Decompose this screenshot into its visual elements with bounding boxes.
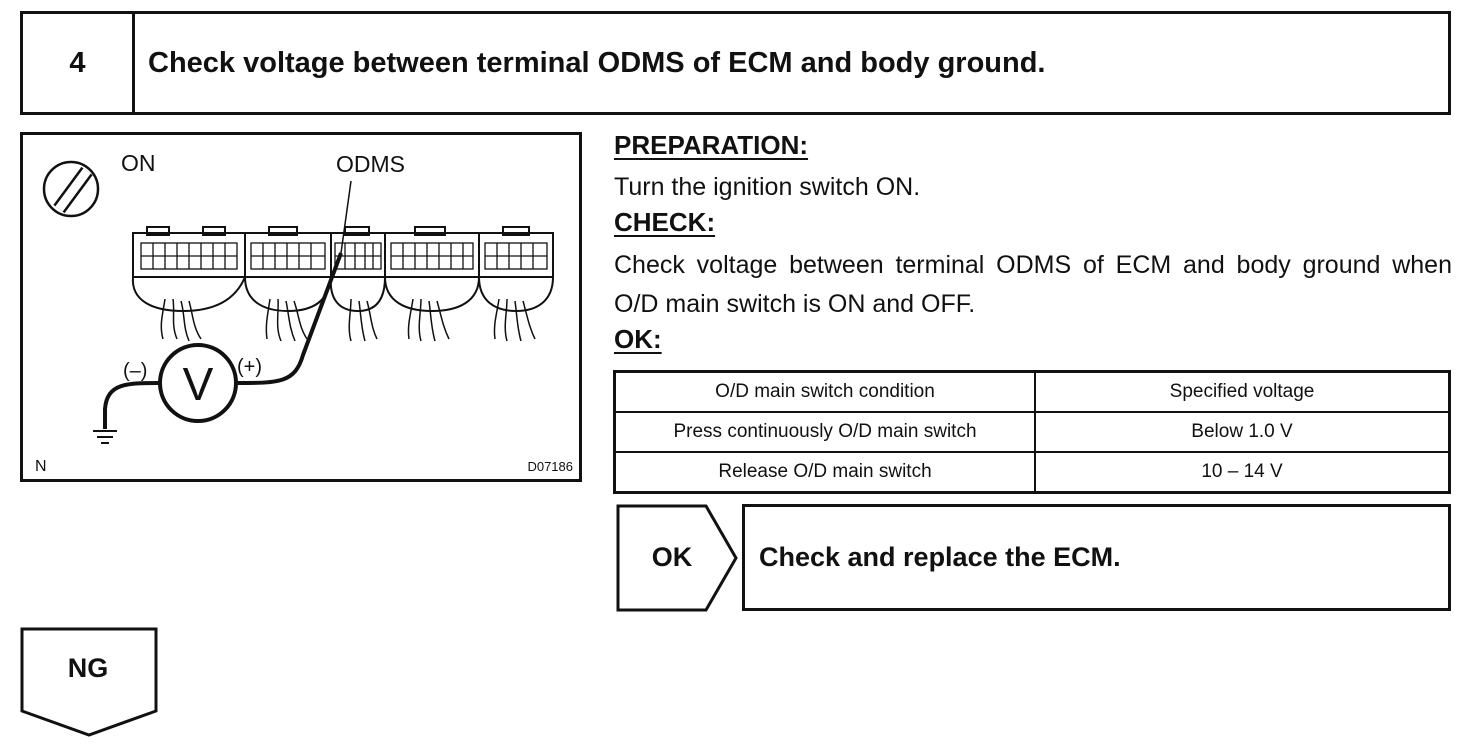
spec-table: O/D main switch condition Specified volt…: [613, 370, 1451, 494]
step-title: Check voltage between terminal ODMS of E…: [148, 46, 1046, 79]
ok-result-box: Check and replace the ECM.: [742, 504, 1451, 611]
table-cell: 10 – 14 V: [1034, 451, 1451, 494]
wiring-diagram: ON ODMS: [20, 132, 582, 482]
ignition-on-label: ON: [121, 150, 156, 176]
table-cell: Below 1.0 V: [1034, 411, 1451, 453]
probe-wires: [103, 252, 343, 429]
odms-terminal-label: ODMS: [336, 151, 405, 177]
preparation-text: Turn the ignition switch ON.: [614, 173, 921, 201]
table-row: Release O/D main switch 10 – 14 V: [613, 451, 1451, 494]
ok-result-label: OK: [651, 542, 693, 572]
ng-result-label: NG: [67, 652, 109, 683]
figure-corner-label: N: [35, 458, 47, 475]
odms-leader-line: [340, 180, 352, 254]
figure-id: D07186: [527, 459, 573, 474]
table-row: Press continuously O/D main switch Below…: [613, 411, 1451, 453]
ecm-connector-icon: [131, 226, 554, 342]
ng-arrow-icon: [20, 627, 158, 737]
step-number: 4: [23, 14, 135, 112]
ignition-key-icon: [42, 160, 100, 218]
ground-symbol-icon: [93, 430, 117, 444]
table-cell: Press continuously O/D main switch: [613, 411, 1036, 453]
ok-result-action: Check and replace the ECM.: [759, 542, 1121, 572]
table-header-row: O/D main switch condition Specified volt…: [613, 370, 1451, 413]
step-header: 4 Check voltage between terminal ODMS of…: [20, 11, 1451, 115]
table-cell: Release O/D main switch: [613, 451, 1036, 494]
positive-probe-label: (+): [237, 356, 262, 378]
check-heading: CHECK:: [614, 207, 716, 237]
voltmeter-label: V: [183, 358, 214, 410]
ok-arrow-icon: [616, 504, 738, 612]
voltmeter-icon: V: [158, 343, 238, 423]
ok-heading: OK:: [614, 324, 662, 354]
negative-probe-label: (–): [123, 360, 147, 382]
preparation-heading: PREPARATION:: [614, 130, 809, 160]
table-header-cell: Specified voltage: [1034, 370, 1451, 413]
table-header-cell: O/D main switch condition: [613, 370, 1036, 413]
diagram-canvas: ON ODMS: [35, 150, 573, 475]
check-text: Check voltage between terminal ODMS of E…: [614, 251, 1452, 318]
